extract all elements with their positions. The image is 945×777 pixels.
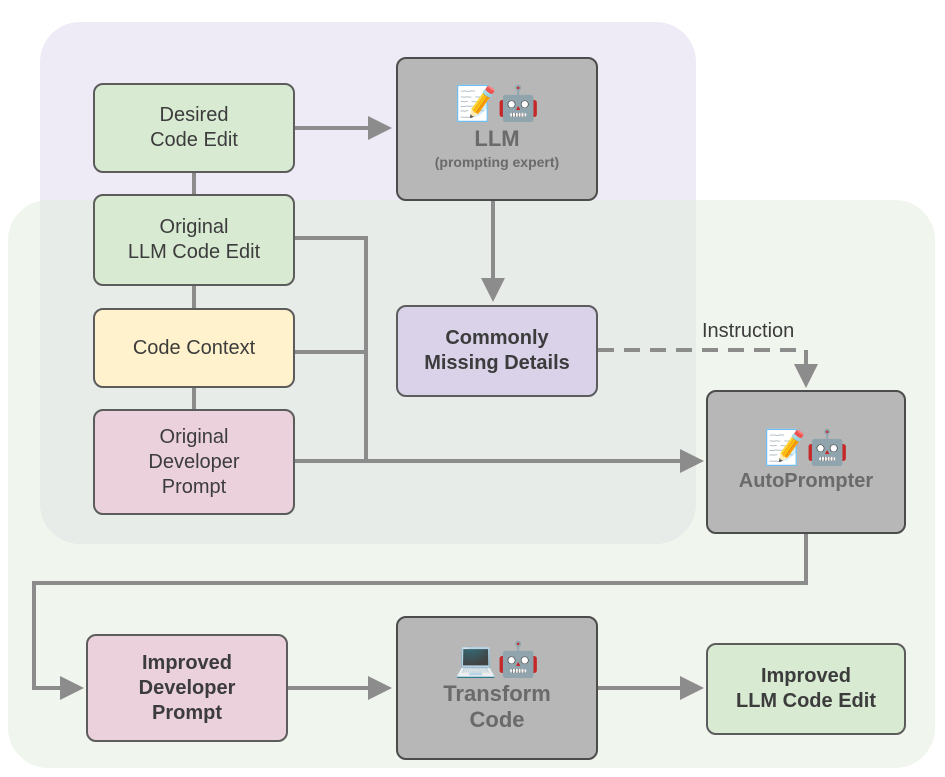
commonly-missing-details-box: Commonly Missing Details [396,305,598,397]
memo-robot-icon: 📝🤖 [763,427,849,468]
transform-code-title: Transform Code [443,680,551,732]
improved-llm-code-edit-box: Improved LLM Code Edit [706,643,906,735]
memo-robot-icon: 📝🤖 [454,83,540,124]
transform-code-box: 💻🤖 Transform Code [396,616,598,760]
arrow-details-to-autoprompter [598,348,818,388]
llm-title: LLM [474,125,520,151]
improved-developer-prompt-box: Improved Developer Prompt [86,634,288,742]
laptop-robot-icon: 💻🤖 [454,639,540,680]
original-llm-code-edit-box: Original LLM Code Edit [93,194,295,286]
autoprompter-box: 📝🤖 AutoPrompter [706,390,906,534]
desired-code-edit-box: Desired Code Edit [93,83,295,173]
instruction-label: Instruction [702,320,795,342]
autoprompter-title: AutoPrompter [738,469,874,492]
original-developer-prompt-box: Original Developer Prompt [93,409,295,515]
arrow-autoprompter-to-improved-prompt [32,534,808,700]
llm-subtitle: (prompting expert) [434,154,560,170]
code-context-box: Code Context [93,308,295,388]
llm-box: 📝🤖 LLM (prompting expert) [396,57,598,201]
line-original-edit-to-trunk [295,236,368,461]
